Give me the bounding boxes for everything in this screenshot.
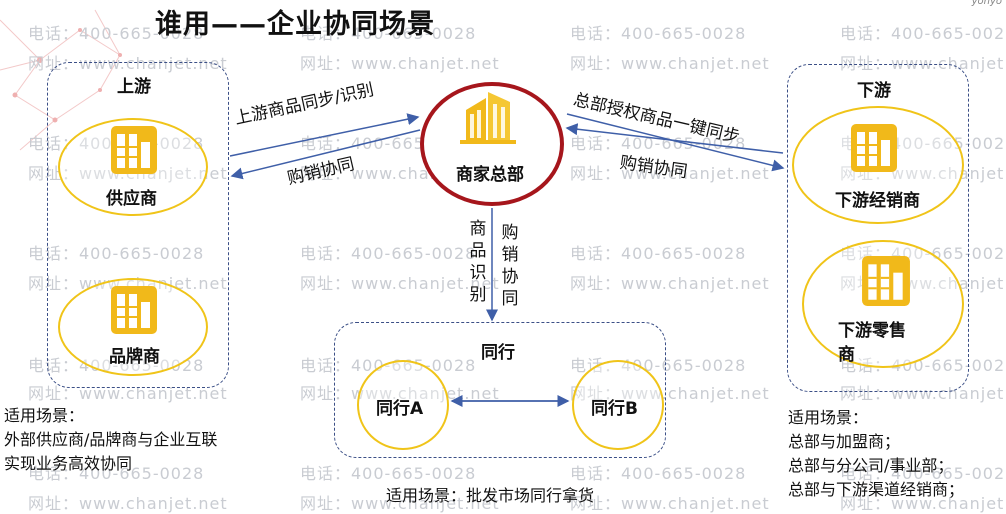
watermark-phone: 电话：400-665-0028	[28, 244, 205, 263]
arrow-downstream-to-hub	[565, 123, 784, 154]
watermark-phone: 电话：400-665-0028	[570, 464, 747, 483]
downstream-label: 下游	[857, 81, 891, 101]
building-icon	[111, 286, 157, 334]
upstream-scenario: 适用场景： 外部供应商/品牌商与企业互联 实现业务高效协同	[4, 406, 218, 473]
watermark-site: 网址：www.chanjet.net	[570, 494, 770, 513]
watermark-site: 网址：www.chanjet.net	[840, 54, 1006, 73]
watermark-phone: 电话：400-665-0028	[300, 24, 477, 43]
watermark-site: 网址：www.chanjet.net	[570, 54, 770, 73]
peers-label: 同行	[481, 343, 515, 363]
peers-scenario: 适用场景：批发市场同行拿货	[386, 486, 595, 505]
watermark-phone: 电话：400-665-0028	[840, 464, 1006, 483]
watermark-phone: 电话：400-665-0028	[28, 464, 205, 483]
downstream-retailer-label-line1: 下游零售	[838, 321, 906, 341]
page-title: 谁用——企业协同场景	[155, 9, 435, 40]
peer-a-node	[357, 360, 449, 450]
watermark-site: 网址：www.chanjet.net	[300, 494, 500, 513]
upstream-group	[47, 62, 229, 388]
watermark-site: 网址：www.chanjet.net	[300, 274, 500, 293]
watermark-site: 网址：www.chanjet.net	[840, 494, 1006, 513]
upstream-label: 上游	[117, 77, 151, 97]
watermark-phone: 电话：400-665-0028	[28, 24, 205, 43]
watermark-site: 网址：www.chanjet.net	[28, 384, 228, 403]
peer-a-label: 同行A	[376, 399, 424, 419]
brand-owner-label: 品牌商	[109, 347, 160, 367]
peer-b-node	[572, 360, 664, 450]
downstream-distributor-label: 下游经销商	[835, 191, 920, 211]
watermark-phone: 电话：400-665-0028	[840, 24, 1006, 43]
hub-label: 商家总部	[456, 165, 524, 185]
watermark-site: 网址：www.chanjet.net	[28, 54, 228, 73]
building-icon	[111, 126, 157, 174]
edge-label-peer-trade: 购 销 协 同	[501, 223, 519, 309]
watermark-site: 网址：www.chanjet.net	[570, 164, 770, 183]
downstream-group	[787, 64, 969, 392]
arrow-upstream-to-hub	[229, 113, 420, 157]
downstream-retailer-label-line2: 商	[838, 345, 855, 365]
watermark-site: 网址：www.chanjet.net	[570, 274, 770, 293]
watermark-phone: 电话：400-665-0028	[300, 244, 477, 263]
peer-b-label: 同行B	[591, 399, 638, 419]
watermark-site: 网址：www.chanjet.net	[840, 384, 1006, 403]
building-icon	[862, 256, 910, 306]
watermark-phone: 电话：400-665-0028	[300, 464, 477, 483]
peers-group	[334, 322, 666, 458]
office-tower-icon	[460, 92, 516, 144]
watermark-site: 网址：www.chanjet.net	[28, 494, 228, 513]
watermark-site: 网址：www.chanjet.net	[300, 54, 500, 73]
watermark-phone: 电话：400-665-0028	[570, 24, 747, 43]
supplier-label: 供应商	[106, 189, 157, 209]
arrow-hub-to-upstream	[230, 129, 421, 180]
building-icon	[851, 124, 897, 172]
downstream-scenario: 适用场景： 总部与加盟商； 总部与分公司/事业部； 总部与下游渠道经销商；	[788, 408, 965, 499]
watermark-phone: 电话：400-665-0028	[570, 244, 747, 263]
brand-logo-text: yonyo	[971, 0, 1002, 7]
edge-label-product-recognition: 商 品 识 别	[469, 219, 487, 305]
